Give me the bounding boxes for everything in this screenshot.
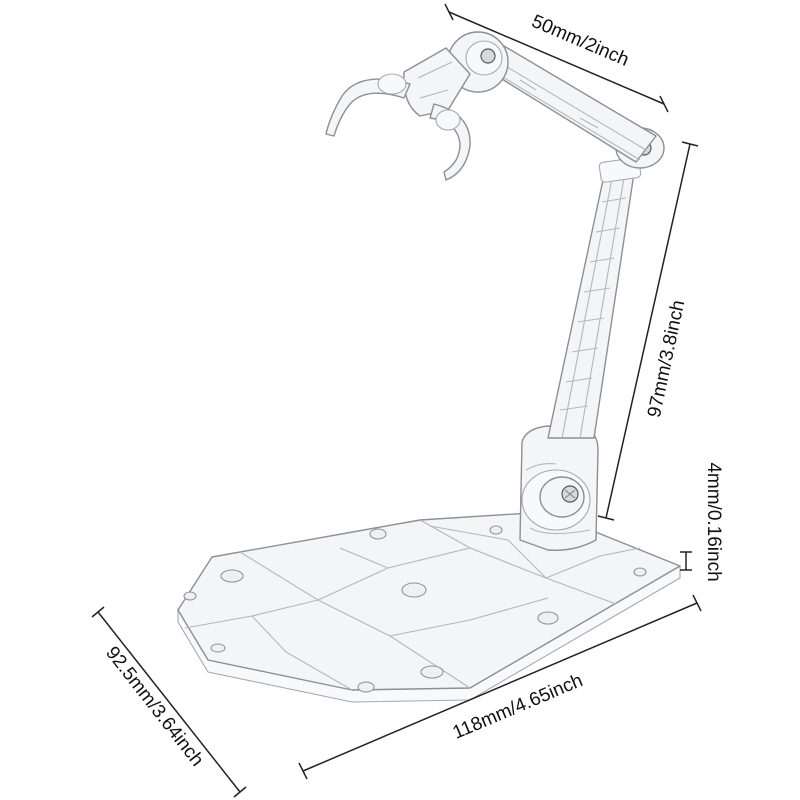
base-thickness-label: 4mm/0.16inch [703, 462, 724, 581]
base-top-face [177, 511, 681, 691]
arm-length-label: 50mm/2inch [528, 11, 631, 71]
claw-holder [325, 47, 471, 181]
vertical-pole [547, 157, 642, 439]
top-joint-screw [480, 48, 496, 64]
base-pegs [183, 525, 647, 693]
top-joint [447, 31, 509, 93]
base-plate [177, 511, 681, 703]
lower-joint [519, 425, 599, 551]
base-width-label: 92.5mm/3.64inch [101, 643, 207, 771]
base-thickness-dimension: 4mm/0.16inch [680, 462, 724, 582]
pole-ribs [559, 197, 627, 411]
base-seam-lines [184, 519, 641, 691]
